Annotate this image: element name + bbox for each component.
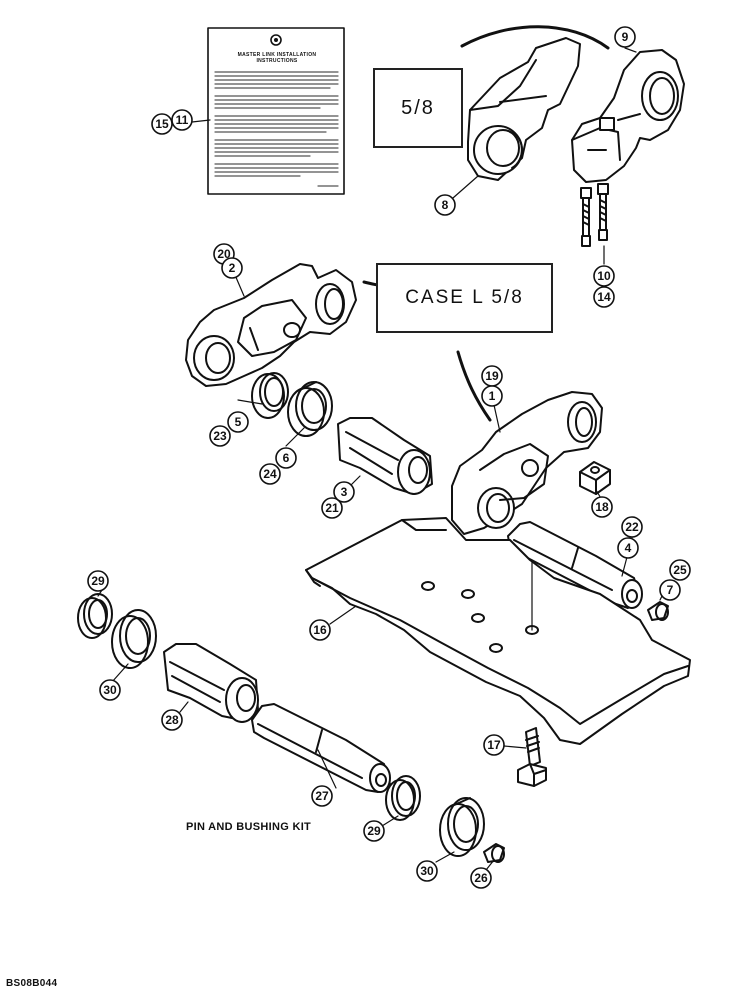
track-nut	[579, 461, 611, 495]
plug-kit	[483, 843, 505, 863]
callout-30-right: 30	[420, 864, 434, 878]
track-link-lower	[451, 391, 603, 535]
callout-29: 26	[474, 871, 488, 885]
plug-upper	[647, 601, 669, 621]
callout-4: 4	[625, 541, 632, 555]
callout-19: 19	[485, 369, 499, 383]
callout-17: 17	[487, 738, 501, 752]
callout-5: 5	[235, 415, 242, 429]
seal-ring-kit-left	[111, 609, 157, 669]
callout-9: 9	[622, 30, 629, 44]
callout-27: 28	[165, 713, 179, 727]
callout-15: 15	[155, 117, 169, 131]
spacer-ring-kit-left	[77, 593, 113, 639]
callout-30-left: 30	[103, 683, 117, 697]
bushing-upper	[337, 417, 433, 495]
callout-7: 7	[667, 583, 674, 597]
bushing-kit	[163, 643, 259, 723]
instruction-card	[207, 27, 345, 195]
callout-24: 24	[263, 467, 277, 481]
label-box-small: 5/8	[373, 68, 463, 148]
seal-ring-upper	[287, 381, 333, 437]
instruction-card-title: MASTER LINK INSTALLATION INSTRUCTIONS	[237, 52, 317, 64]
master-link-half-right	[571, 49, 685, 183]
spacer-ring-kit-right	[385, 775, 421, 821]
spacer-ring	[251, 372, 289, 419]
callout-11: 11	[176, 113, 189, 127]
callout-10: 10	[597, 269, 611, 283]
bolts	[580, 183, 609, 247]
callout-25: 25	[673, 563, 687, 577]
callout-8: 8	[442, 198, 449, 212]
callout-28-right: 29	[367, 824, 381, 838]
callout-21: 21	[325, 501, 339, 515]
callout-16: 16	[313, 623, 327, 637]
shoe-bolt	[517, 727, 547, 787]
track-link-upper	[185, 263, 357, 387]
callout-28-left: 29	[91, 574, 105, 588]
kit-caption: PIN AND BUSHING KIT	[186, 821, 312, 833]
callout-circles	[87, 26, 691, 889]
drawing-id: BS08B044	[6, 978, 58, 989]
callout-26: 27	[315, 789, 329, 803]
callout-3: 3	[341, 485, 348, 499]
label-box-case: CASE L 5/8	[376, 263, 553, 333]
callout-6: 6	[283, 451, 290, 465]
callout-23: 23	[213, 429, 227, 443]
callout-22: 22	[625, 520, 639, 534]
callout-14: 14	[597, 290, 611, 304]
track-pin-upper	[507, 521, 643, 609]
callout-1: 1	[489, 389, 496, 403]
master-link-half-left	[467, 37, 581, 181]
seal-ring-kit-right	[439, 797, 485, 857]
track-pin-kit	[251, 703, 391, 793]
callout-20: 20	[217, 247, 231, 261]
callout-2: 2	[229, 261, 236, 275]
callout-18: 18	[595, 500, 609, 514]
track-shoe	[305, 517, 691, 745]
